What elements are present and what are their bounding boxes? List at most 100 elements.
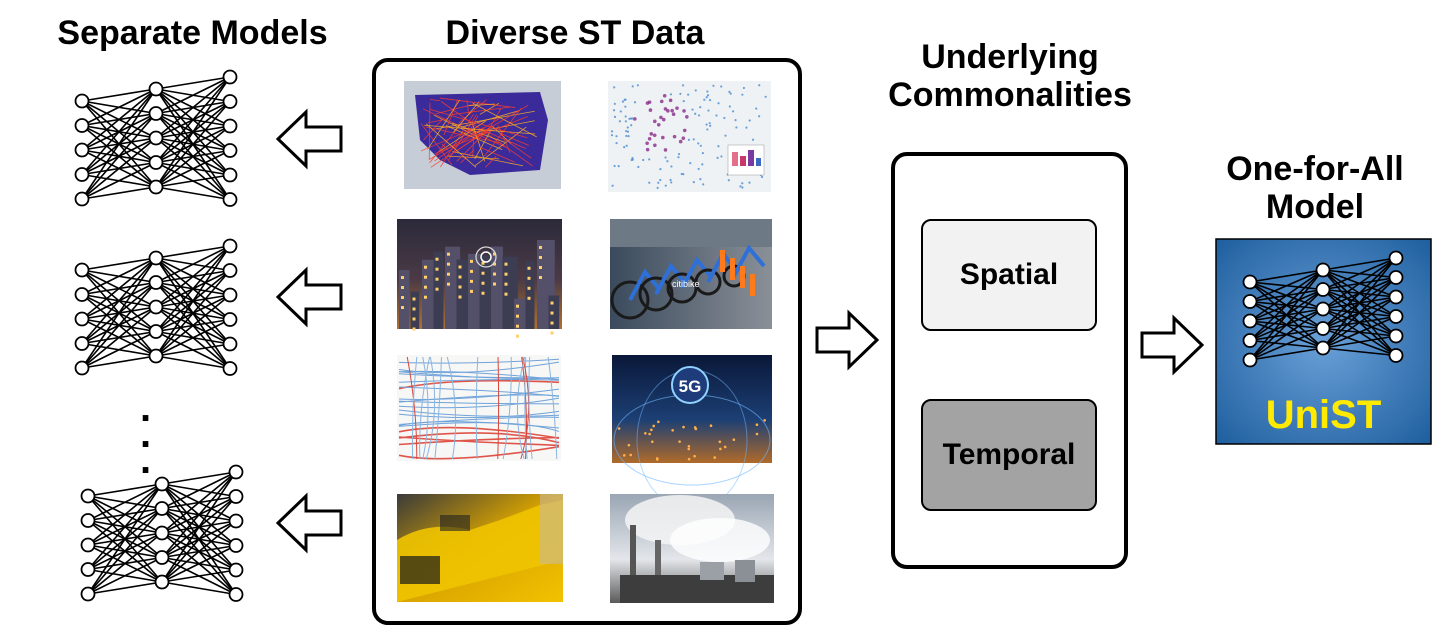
map-point	[625, 144, 628, 147]
separate-models-title: Separate Models	[57, 14, 328, 52]
flow-line	[479, 146, 515, 163]
nn-edge	[1249, 327, 1324, 361]
ellipsis-dots: ...	[140, 386, 152, 482]
nn-node	[1315, 282, 1331, 297]
flow-line	[509, 142, 532, 159]
map-point	[652, 133, 657, 138]
map-point	[734, 119, 737, 122]
neural-network-icon	[74, 238, 238, 376]
nn-node	[74, 167, 90, 182]
nn-node	[1388, 328, 1404, 344]
nn-edge	[1249, 269, 1324, 342]
flow-line	[472, 124, 486, 162]
city-light	[687, 457, 691, 461]
map-point	[758, 115, 761, 118]
map-point	[623, 98, 626, 101]
road-line	[398, 445, 560, 460]
nn-node	[222, 143, 238, 158]
nn-node	[74, 118, 90, 133]
map-point	[621, 100, 625, 103]
map-point	[691, 108, 694, 111]
nn-edge	[81, 257, 157, 369]
road-line	[398, 400, 560, 405]
nn-edge	[155, 343, 231, 357]
city-light	[713, 456, 717, 459]
nn-node	[154, 501, 170, 516]
one-for-all-title: One-for-All Model	[1195, 150, 1435, 226]
nn-node	[1242, 294, 1258, 309]
window-light	[550, 311, 554, 315]
nn-node	[1315, 321, 1331, 336]
taxi-line-image	[397, 494, 563, 602]
nn-edge	[1249, 269, 1324, 361]
map-point	[661, 117, 666, 122]
map-point	[656, 122, 661, 127]
map-point	[627, 135, 630, 138]
flow-line	[453, 101, 480, 133]
map-point	[669, 93, 673, 96]
map-point	[678, 139, 683, 144]
nn-node	[148, 179, 164, 195]
bike-frame	[628, 268, 662, 301]
map-point	[681, 136, 686, 141]
map-point	[675, 106, 679, 110]
underlying-title-line2: Commonalities	[888, 76, 1132, 114]
window-light	[447, 262, 450, 266]
city-light	[656, 458, 659, 461]
flow-line	[499, 132, 529, 146]
nn-node	[74, 311, 90, 327]
window-light	[527, 276, 531, 280]
window-light	[493, 262, 496, 266]
nn-node	[1242, 274, 1258, 290]
nn-edge	[161, 471, 237, 583]
map-point	[631, 117, 634, 120]
nn-node	[154, 476, 170, 492]
window-light	[401, 296, 404, 300]
flow-line	[429, 133, 474, 160]
map-point	[642, 158, 645, 162]
nn-edge	[87, 581, 163, 595]
road-line	[419, 356, 431, 460]
map-point	[703, 98, 706, 101]
traffic-cone	[750, 274, 755, 296]
map-point	[631, 156, 634, 160]
flow-line	[472, 120, 535, 134]
map-point	[682, 128, 687, 133]
window-light	[401, 286, 404, 290]
city-light	[682, 425, 685, 429]
map-point	[720, 85, 723, 88]
map-point	[613, 115, 617, 119]
window-light	[458, 265, 462, 269]
map-point	[760, 175, 764, 179]
map-point	[648, 158, 651, 161]
nn-node	[228, 562, 244, 578]
nn-node	[74, 287, 90, 302]
nn-edge	[81, 257, 157, 320]
nn-node	[222, 69, 238, 85]
nn-node	[222, 94, 238, 109]
map-point	[708, 98, 712, 102]
map-point	[729, 92, 732, 95]
map-point	[659, 115, 663, 120]
flow-line	[427, 118, 448, 124]
map-point	[739, 185, 742, 188]
map-point	[720, 155, 723, 158]
window-light	[516, 334, 519, 338]
nn-node	[74, 93, 90, 109]
map-point	[728, 90, 731, 93]
flow-line	[429, 99, 441, 102]
nn-edge	[161, 495, 237, 583]
nn-node	[154, 574, 170, 590]
map-point	[705, 96, 708, 99]
map-point	[727, 179, 730, 182]
road-line	[425, 356, 436, 460]
nn-node	[148, 106, 164, 121]
nn-node	[228, 513, 244, 529]
road-line	[406, 356, 418, 460]
spatial-box: Spatial	[921, 219, 1097, 331]
map-point	[672, 134, 677, 139]
window-light	[516, 314, 519, 318]
map-point	[694, 89, 697, 92]
nn-edge	[161, 569, 237, 583]
map-point	[664, 184, 667, 187]
